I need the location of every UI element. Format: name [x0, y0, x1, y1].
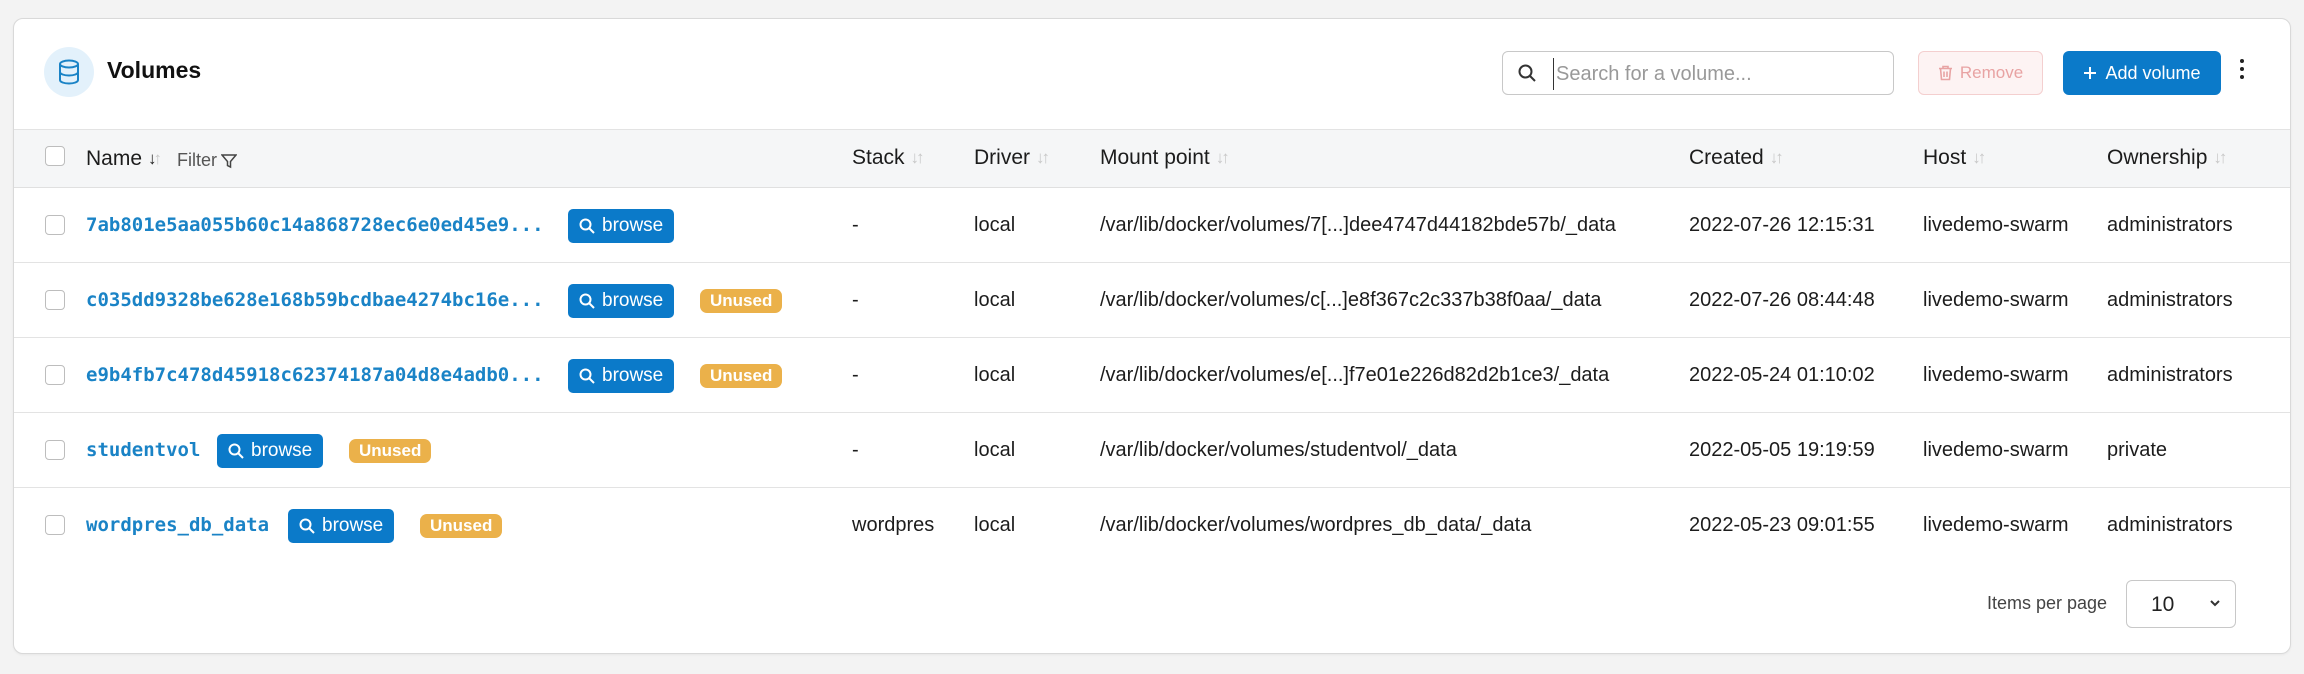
browse-button[interactable]: browse — [288, 509, 395, 543]
stack-cell: - — [852, 214, 859, 236]
created-cell: 2022-05-05 19:19:59 — [1689, 439, 1875, 461]
driver-cell: local — [974, 364, 1016, 386]
sort-icon: ↓↑ — [1972, 148, 1986, 167]
add-volume-button[interactable]: Add volume — [2063, 51, 2221, 95]
filter-button[interactable]: Filter — [177, 150, 238, 171]
ownership-cell: administrators — [2107, 364, 2233, 386]
plus-icon — [2084, 67, 2097, 79]
sort-icon: ↓↑ — [1215, 148, 1230, 167]
volume-name-link[interactable]: e9b4fb7c478d45918c62374187a04d8e4adb0... — [86, 364, 544, 386]
column-mount-point[interactable]: Mount point↓↑ — [1100, 146, 1230, 169]
row-checkbox[interactable] — [45, 440, 65, 460]
host-cell: livedemo-swarm — [1923, 214, 2069, 236]
created-cell: 2022-05-23 09:01:55 — [1689, 514, 1875, 536]
volume-name-link[interactable]: studentvol — [86, 439, 201, 461]
mount-point-cell: /var/lib/docker/volumes/wordpres_db_data… — [1100, 514, 1532, 536]
table-header: Name ↓↑ Filter Stack↓↑ Driver↓↑ Mount po… — [14, 130, 2290, 188]
sort-icon: ↓↑ — [148, 148, 162, 168]
unused-badge: Unused — [700, 289, 783, 313]
row-checkbox[interactable] — [45, 215, 65, 235]
search-icon — [228, 443, 244, 459]
items-per-page-select[interactable]: 10 — [2126, 580, 2236, 628]
trash-icon — [1938, 65, 1952, 81]
remove-button[interactable]: Remove — [1918, 51, 2043, 95]
ownership-cell: administrators — [2107, 514, 2233, 536]
host-cell: livedemo-swarm — [1923, 439, 2069, 461]
volumes-panel: Volumes Remove Add volume Name ↓↑ — [13, 18, 2291, 654]
search-input[interactable] — [1553, 58, 1888, 90]
volume-name-link[interactable]: c035dd9328be628e168b59bcdbae4274bc16e... — [86, 289, 544, 311]
stack-cell: - — [852, 289, 859, 311]
browse-button[interactable]: browse — [568, 284, 675, 318]
search-icon — [579, 368, 595, 384]
search-icon — [299, 518, 315, 534]
column-host[interactable]: Host↓↑ — [1923, 146, 1986, 169]
unused-badge: Unused — [349, 439, 432, 463]
row-checkbox[interactable] — [45, 515, 65, 535]
table-row: studentvol browse Unused - local /var/li… — [14, 413, 2290, 488]
column-driver[interactable]: Driver↓↑ — [974, 146, 1050, 169]
select-all-checkbox[interactable] — [45, 146, 65, 166]
row-checkbox[interactable] — [45, 290, 65, 310]
mount-point-cell: /var/lib/docker/volumes/e[...]f7e01e226d… — [1100, 364, 1610, 386]
items-per-page-label: Items per page — [1987, 593, 2108, 613]
volume-name-link[interactable]: 7ab801e5aa055b60c14a868728ec6e0ed45e9... — [86, 214, 544, 236]
sort-icon: ↓↑ — [910, 148, 925, 167]
mount-point-cell: /var/lib/docker/volumes/7[...]dee4747d44… — [1100, 214, 1616, 236]
column-stack[interactable]: Stack↓↑ — [852, 146, 925, 169]
column-ownership[interactable]: Ownership↓↑ — [2107, 146, 2227, 169]
database-icon — [44, 47, 94, 97]
chevron-down-icon — [2210, 600, 2220, 607]
driver-cell: local — [974, 289, 1016, 311]
mount-point-cell: /var/lib/docker/volumes/studentvol/_data — [1100, 439, 1457, 461]
ownership-cell: administrators — [2107, 289, 2233, 311]
row-checkbox[interactable] — [45, 365, 65, 385]
column-created[interactable]: Created↓↑ — [1689, 146, 1784, 169]
remove-label: Remove — [1959, 63, 2024, 82]
browse-button[interactable]: browse — [568, 209, 675, 243]
table-row: wordpres_db_data browse Unused wordpres … — [14, 488, 2290, 562]
filter-icon — [221, 153, 238, 168]
browse-button[interactable]: browse — [217, 434, 324, 468]
sort-icon: ↓↑ — [1769, 148, 1784, 167]
add-volume-label: Add volume — [2105, 62, 2201, 83]
search-icon — [579, 293, 595, 309]
column-name[interactable]: Name ↓↑ Filter — [86, 146, 238, 171]
stack-cell: wordpres — [852, 514, 935, 536]
host-cell: livedemo-swarm — [1923, 364, 2069, 386]
host-cell: livedemo-swarm — [1923, 289, 2069, 311]
ownership-cell: administrators — [2107, 214, 2233, 236]
table-row: e9b4fb7c478d45918c62374187a04d8e4adb0...… — [14, 338, 2290, 413]
unused-badge: Unused — [700, 364, 783, 388]
panel-header: Volumes Remove Add volume — [14, 19, 2290, 130]
sort-icon: ↓↑ — [1036, 148, 1050, 167]
search-icon — [1518, 64, 1536, 82]
created-cell: 2022-07-26 08:44:48 — [1689, 289, 1875, 311]
kebab-icon[interactable] — [2236, 59, 2248, 87]
created-cell: 2022-05-24 01:10:02 — [1689, 364, 1875, 386]
volume-name-link[interactable]: wordpres_db_data — [86, 514, 270, 536]
unused-badge: Unused — [420, 514, 503, 538]
sort-icon: ↓↑ — [2213, 148, 2227, 167]
items-per-page-value: 10 — [2151, 593, 2175, 616]
driver-cell: local — [974, 514, 1016, 536]
page-title: Volumes — [107, 57, 202, 83]
table-row: c035dd9328be628e168b59bcdbae4274bc16e...… — [14, 263, 2290, 338]
table-row: 7ab801e5aa055b60c14a868728ec6e0ed45e9...… — [14, 188, 2290, 263]
driver-cell: local — [974, 439, 1016, 461]
search-icon — [579, 218, 595, 234]
mount-point-cell: /var/lib/docker/volumes/c[...]e8f367c2c3… — [1100, 289, 1602, 311]
driver-cell: local — [974, 214, 1016, 236]
ownership-cell: private — [2107, 439, 2168, 461]
created-cell: 2022-07-26 12:15:31 — [1689, 214, 1875, 236]
stack-cell: - — [852, 439, 859, 461]
search-box[interactable] — [1502, 51, 1894, 95]
browse-button[interactable]: browse — [568, 359, 675, 393]
stack-cell: - — [852, 364, 859, 386]
host-cell: livedemo-swarm — [1923, 514, 2069, 536]
